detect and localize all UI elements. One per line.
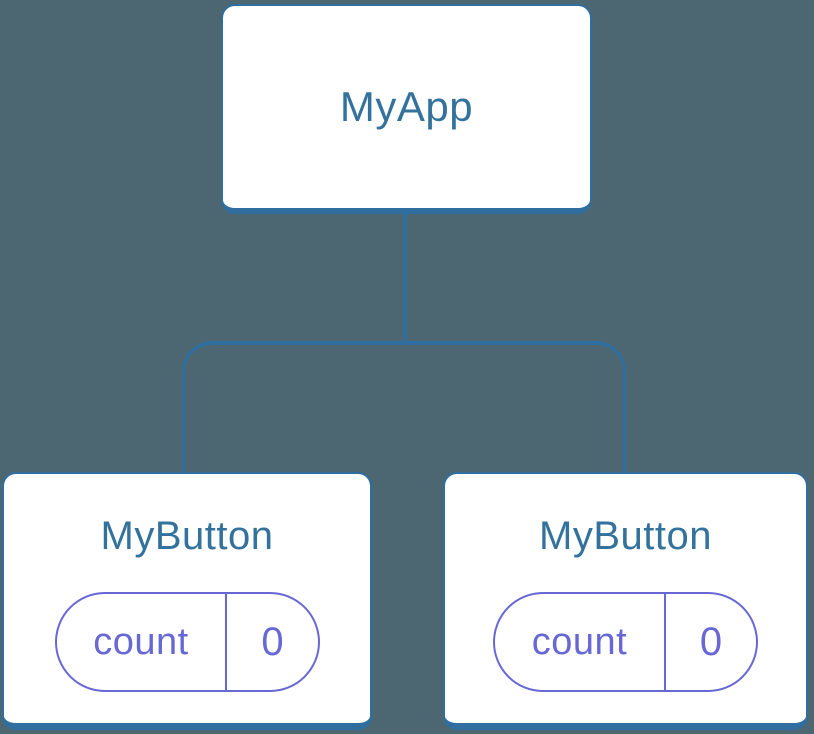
connector-branch-bracket — [182, 341, 626, 472]
state-pill: count 0 — [493, 592, 758, 692]
state-pill: count 0 — [54, 592, 320, 692]
tree-node-root: MyApp — [221, 4, 592, 214]
tree-node-child-right: MyButton count 0 — [443, 472, 808, 730]
state-value-label: 0 — [261, 619, 284, 664]
state-name-label: count — [531, 620, 628, 663]
root-node-label: MyApp — [339, 83, 474, 130]
tree-node-child-left: MyButton count 0 — [2, 472, 372, 730]
child-node-label: MyButton — [100, 514, 274, 558]
state-name-cell: count — [57, 594, 228, 690]
state-name-cell: count — [495, 594, 666, 690]
connector-stem-line — [403, 212, 407, 343]
state-value-label: 0 — [699, 619, 723, 664]
child-node-label: MyButton — [539, 514, 712, 558]
state-value-cell: 0 — [227, 594, 317, 690]
state-value-cell: 0 — [666, 594, 756, 690]
state-name-label: count — [93, 620, 189, 663]
